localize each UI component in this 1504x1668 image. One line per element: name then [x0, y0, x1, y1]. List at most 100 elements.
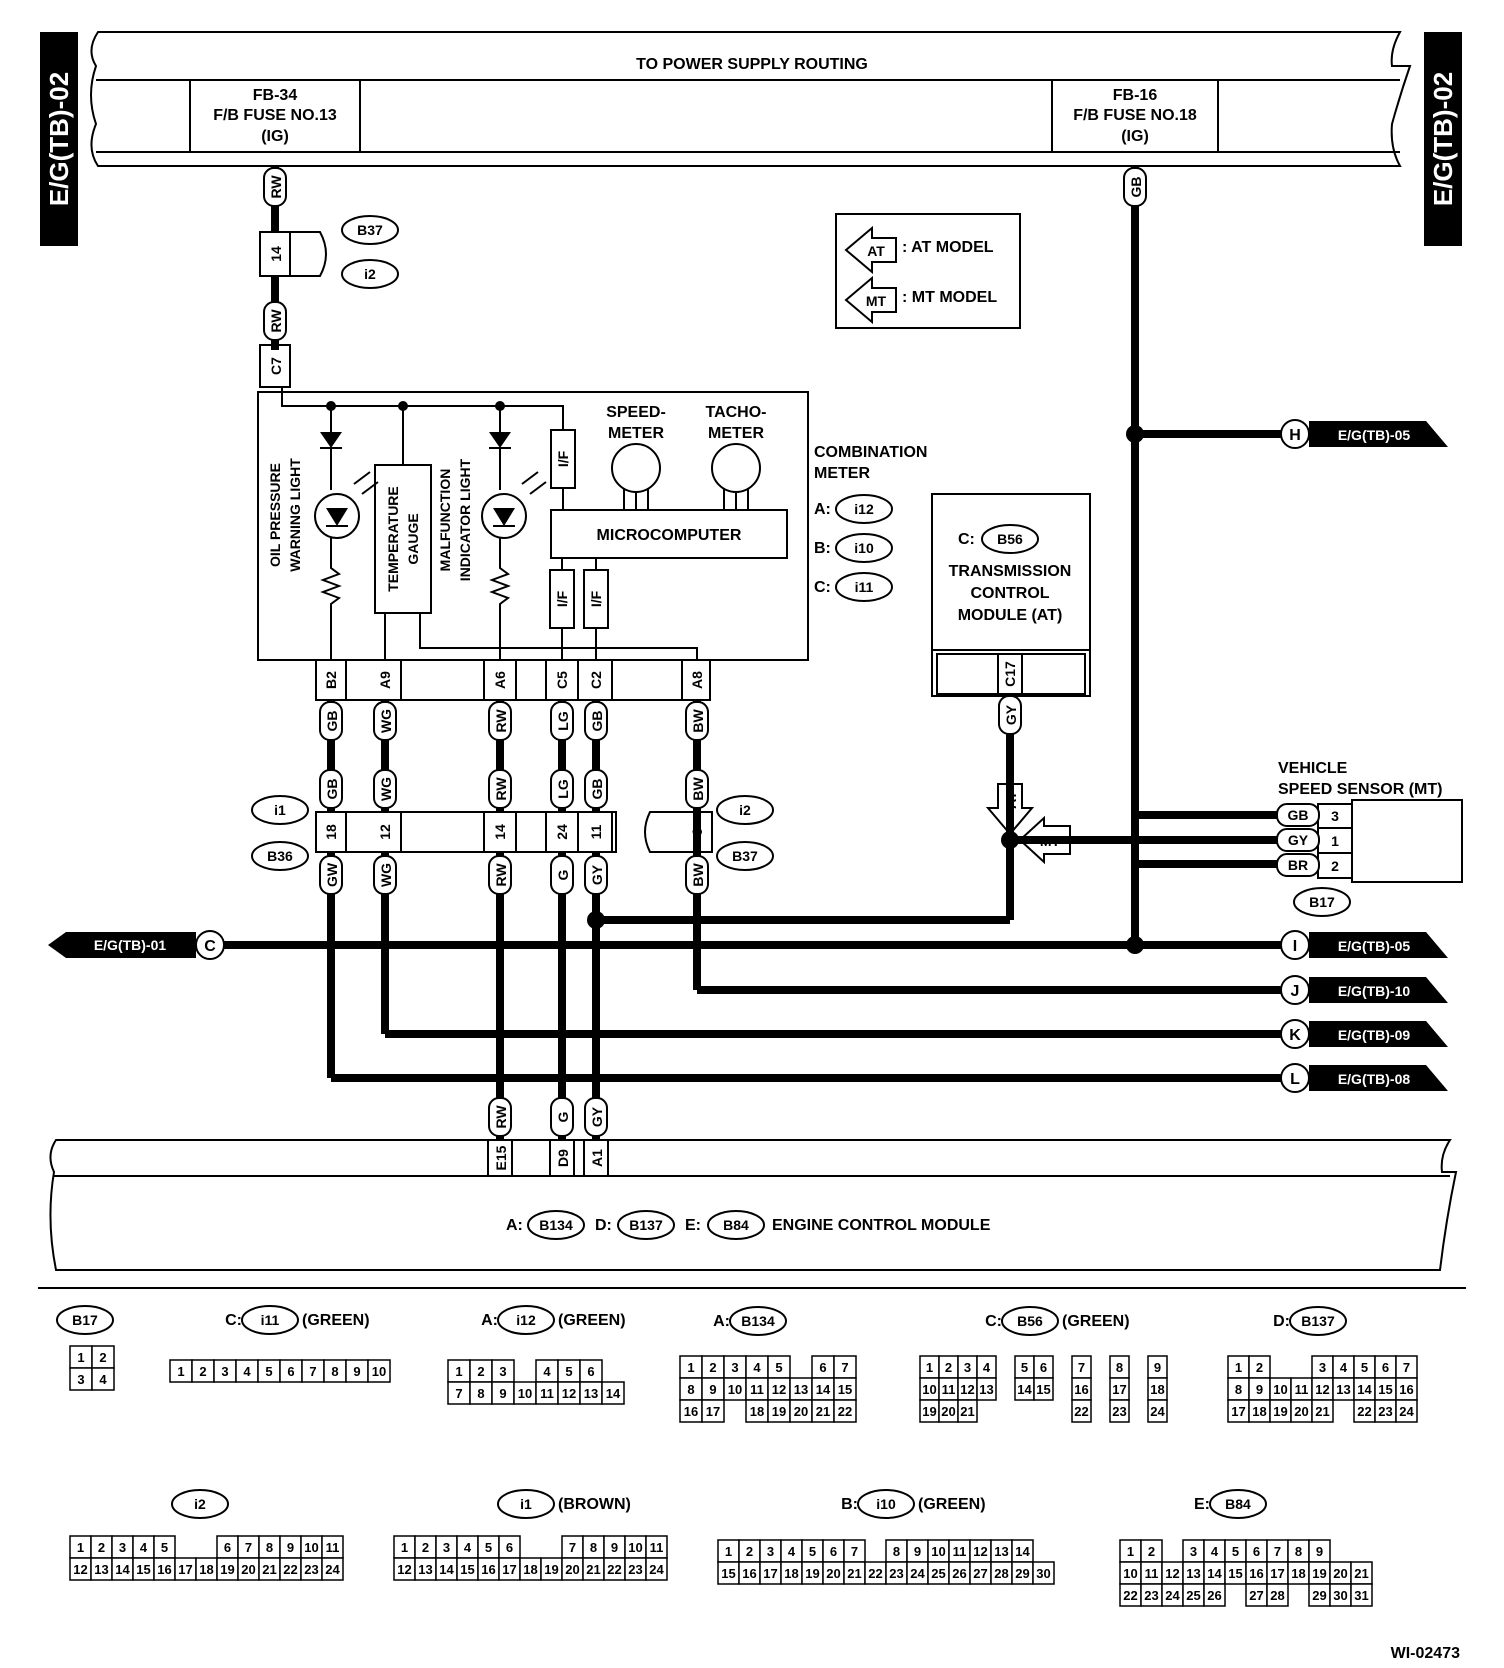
- svg-text:20: 20: [941, 1404, 955, 1419]
- svg-text:10: 10: [1273, 1382, 1287, 1397]
- svg-text:21: 21: [1354, 1566, 1368, 1581]
- svg-text:6: 6: [587, 1364, 594, 1379]
- svg-text:11: 11: [650, 1540, 664, 1555]
- svg-text:9: 9: [709, 1382, 716, 1397]
- svg-text:27: 27: [973, 1566, 987, 1581]
- svg-text:C:: C:: [225, 1312, 242, 1329]
- svg-text:7: 7: [455, 1386, 462, 1401]
- svg-text:25: 25: [1186, 1588, 1200, 1603]
- svg-text:2: 2: [1256, 1360, 1263, 1375]
- svg-text:B2: B2: [323, 671, 339, 689]
- svg-text:i11: i11: [261, 1312, 280, 1328]
- svg-text:3: 3: [1190, 1544, 1197, 1559]
- svg-text:3: 3: [1319, 1360, 1326, 1375]
- svg-text:RW: RW: [493, 863, 509, 887]
- svg-text:22: 22: [1074, 1404, 1088, 1419]
- svg-text:RW: RW: [493, 1105, 509, 1129]
- svg-text:16: 16: [1399, 1382, 1413, 1397]
- svg-text:C:: C:: [958, 531, 975, 548]
- ecm-wire-labels: RW G GY: [488, 1097, 608, 1137]
- svg-text:4: 4: [243, 1364, 251, 1379]
- model-legend: AT : AT MODEL MT : MT MODEL: [835, 213, 1021, 329]
- svg-text:4: 4: [983, 1360, 991, 1375]
- svg-text:24: 24: [649, 1562, 664, 1577]
- engine-control-module: E15 D9 A1 A: B134 D: B137 E: B84 ENGINE …: [49, 1139, 1458, 1271]
- svg-text:I/F: I/F: [588, 590, 604, 607]
- svg-text:C5: C5: [554, 671, 570, 689]
- svg-text:14: 14: [816, 1382, 831, 1397]
- svg-text:CONTROL: CONTROL: [970, 585, 1049, 602]
- power-supply-title: TO POWER SUPPLY ROUTING: [636, 56, 868, 73]
- svg-text:15: 15: [721, 1566, 735, 1581]
- svg-text:15: 15: [1228, 1566, 1242, 1581]
- svg-text:20: 20: [794, 1404, 808, 1419]
- svg-text:12: 12: [973, 1544, 987, 1559]
- side-tag-right: E/G(TB)-02: [1424, 32, 1462, 246]
- figure-id: WI-02473: [1391, 1645, 1460, 1662]
- side-tag-left: E/G(TB)-02: [40, 32, 78, 246]
- svg-text:16: 16: [742, 1566, 756, 1581]
- svg-text:GY: GY: [1003, 704, 1019, 725]
- svg-text:A:: A:: [506, 1217, 523, 1234]
- svg-text:i2: i2: [194, 1496, 206, 1512]
- svg-text:C2: C2: [588, 671, 604, 689]
- svg-text:1: 1: [1127, 1544, 1134, 1559]
- svg-text:3: 3: [119, 1540, 126, 1555]
- svg-text:6: 6: [506, 1540, 513, 1555]
- svg-text:25: 25: [931, 1566, 945, 1581]
- svg-text:9: 9: [287, 1540, 294, 1555]
- temp-gauge-label-2: GAUGE: [405, 513, 421, 564]
- svg-text:22: 22: [1123, 1588, 1137, 1603]
- svg-text:7: 7: [245, 1540, 252, 1555]
- vehicle-speed-sensor: VEHICLE SPEED SENSOR (MT) GB 3 GY 1 BR 2…: [1276, 760, 1463, 917]
- svg-text:10: 10: [931, 1544, 945, 1559]
- upper-wire-labels: GB WG RW LG GB BW: [319, 701, 709, 741]
- svg-text:20: 20: [826, 1566, 840, 1581]
- svg-text:19: 19: [1312, 1566, 1326, 1581]
- svg-text:19: 19: [805, 1566, 819, 1581]
- svg-text:2: 2: [746, 1544, 753, 1559]
- svg-text:8: 8: [1116, 1360, 1123, 1375]
- svg-text:6: 6: [830, 1544, 837, 1559]
- svg-text:A:: A:: [814, 501, 831, 518]
- svg-text:B137: B137: [1301, 1313, 1335, 1329]
- svg-text:3: 3: [1331, 808, 1339, 824]
- svg-text:GY: GY: [589, 864, 605, 885]
- svg-text:A:: A:: [713, 1313, 730, 1330]
- svg-text:4: 4: [1340, 1360, 1348, 1375]
- svg-text:SPEED SENSOR (MT): SPEED SENSOR (MT): [1278, 781, 1442, 798]
- svg-text:i1: i1: [274, 802, 286, 818]
- svg-text:19: 19: [544, 1562, 558, 1577]
- svg-text:27: 27: [1249, 1588, 1263, 1603]
- svg-text:13: 13: [994, 1544, 1008, 1559]
- svg-text:26: 26: [952, 1566, 966, 1581]
- svg-text:17: 17: [502, 1562, 516, 1577]
- svg-text:: AT MODEL: : AT MODEL: [902, 239, 994, 256]
- svg-text:23: 23: [304, 1562, 318, 1577]
- svg-text:11: 11: [1145, 1566, 1159, 1581]
- svg-text:4: 4: [1211, 1544, 1219, 1559]
- svg-text:21: 21: [847, 1566, 861, 1581]
- svg-text:1: 1: [725, 1544, 732, 1559]
- svg-text:6: 6: [1382, 1360, 1389, 1375]
- svg-text:6: 6: [819, 1360, 826, 1375]
- svg-text:i10: i10: [876, 1496, 896, 1512]
- svg-text:15: 15: [460, 1562, 474, 1577]
- svg-text:6: 6: [287, 1364, 294, 1379]
- svg-text:1: 1: [455, 1364, 462, 1379]
- svg-text:12: 12: [1315, 1382, 1329, 1397]
- svg-text:GB: GB: [589, 711, 605, 732]
- svg-text:TRANSMISSION: TRANSMISSION: [949, 563, 1072, 580]
- svg-text:WG: WG: [378, 709, 394, 733]
- svg-text:5: 5: [485, 1540, 492, 1555]
- svg-text:24: 24: [1150, 1404, 1165, 1419]
- svg-text:D:: D:: [595, 1217, 612, 1234]
- svg-text:10: 10: [628, 1540, 642, 1555]
- svg-text:20: 20: [241, 1562, 255, 1577]
- svg-text:B134: B134: [741, 1313, 775, 1329]
- svg-text:24: 24: [554, 824, 570, 840]
- route-l: L E/G(TB)-08: [1280, 1063, 1448, 1093]
- svg-text:AT: AT: [1003, 791, 1019, 809]
